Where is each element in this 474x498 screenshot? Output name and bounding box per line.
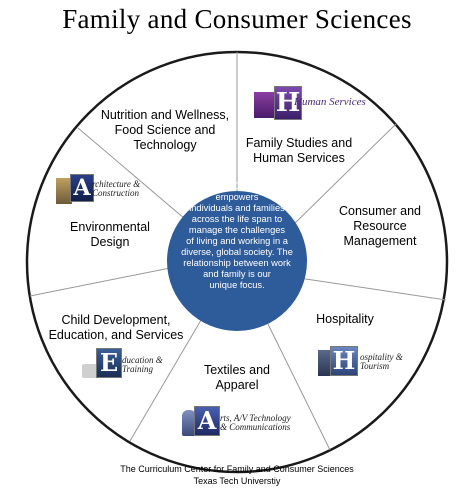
segment-line: Consumer and [339,204,421,218]
segment-line: Design [90,235,130,249]
arts-icon [182,410,196,436]
segment-environmental-design: Environmental Design [55,220,165,250]
architecture-icon [56,178,72,204]
segment-consumer-resource: Consumer and Resource Management [325,204,435,249]
segment-line: Technology [133,138,197,152]
segment-nutrition: Nutrition and Wellness, Food Science and… [95,108,235,153]
caption-line: rchitecture & [92,179,141,189]
divider-lower-left [129,314,205,442]
center-line: individuals and families [189,203,285,213]
center-line: of living and working in a [186,236,288,246]
hospitality-icon [318,350,332,376]
divider-left [29,266,176,297]
segment-line: Environmental [70,220,150,234]
human-services-caption: Human Services [294,96,366,108]
segment-family-studies: Family Studies and Human Services [237,136,361,166]
segment-line: Education, and Services [48,328,184,342]
center-line: empowers [215,192,259,202]
hospitality-caption: ospitality & Tourism [360,353,403,371]
segment-line: Child Development, [61,313,171,327]
divider-upper-left [77,127,186,220]
segment-line: Food Science and [114,123,216,137]
arts-letter: A [194,406,220,436]
arts-caption: rts, A/V Technology & Communications [220,414,291,432]
center-circle [167,191,307,331]
education-caption: ducation & Training [122,356,163,374]
segment-line: Nutrition and Wellness, [100,108,230,122]
center-line: and family is our [203,269,271,279]
segment-child-development: Child Development, Education, and Servic… [36,313,196,343]
center-line: FCS [227,181,247,191]
divider-lower-right [264,317,331,451]
caption-line: Construction [92,188,140,198]
human-services-logo: H Human Services [254,86,374,126]
center-line: diverse, global society. The [181,247,293,257]
segment-line: Textiles and [203,363,270,377]
caption-line: rts, A/V Technology [220,413,291,423]
segment-line: Management [343,234,417,248]
segment-line: Resource [353,219,407,233]
architecture-letter: A [70,174,94,202]
divider-right [298,277,447,301]
hospitality-logo: H ospitality & Tourism [318,344,430,380]
caption-line: ospitality & [360,352,403,362]
arts-logo: A rts, A/V Technology & Communications [182,400,312,442]
segment-textiles: Textiles and Apparel [190,363,284,393]
architecture-caption: rchitecture & Construction [92,180,140,198]
human-services-letter: H [274,86,302,120]
segment-line: Apparel [215,378,259,392]
center-line: relationship between work [183,258,291,268]
segment-line: Human Services [253,151,345,165]
education-logo: E ducation & Training [82,346,192,382]
center-line: manage the challenges [188,225,286,235]
center-line: unique focus. [209,280,265,290]
education-letter: E [96,348,122,378]
divider-upper-right [289,123,397,229]
hospitality-letter: H [330,346,358,376]
page-title: Family and Consumer Sciences [62,4,412,34]
caption-line: Tourism [360,361,390,371]
center-statement: FCS empowers individuals and families ac… [175,181,299,291]
caption-line: & Communications [220,422,291,432]
footer-credit: The Curriculum Center for Family and Con… [120,464,354,474]
segment-line: Family Studies and [245,136,353,150]
caption-line: Training [122,364,154,374]
segment-line: Hospitality [316,312,374,326]
center-line: across the life span to [191,214,283,224]
segment-hospitality: Hospitality [300,312,390,327]
architecture-logo: A rchitecture & Construction [56,170,176,206]
footer-university: Texas Tech Universtiy [193,476,281,486]
caption-line: ducation & [122,355,163,365]
